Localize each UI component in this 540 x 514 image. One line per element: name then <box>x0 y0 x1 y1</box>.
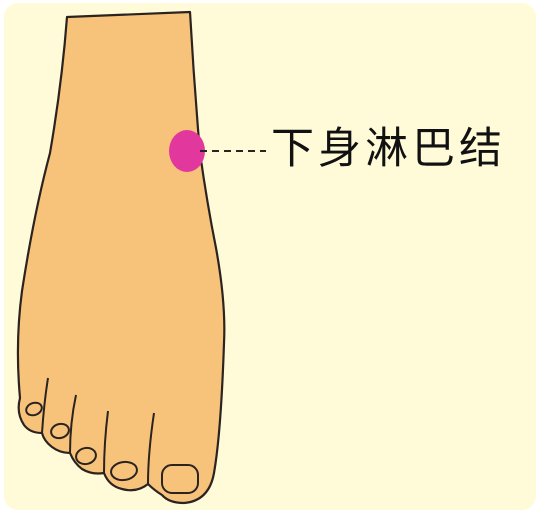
toe-line-4 <box>147 412 155 485</box>
toenail-5 <box>25 401 43 417</box>
toe-line-3 <box>103 410 109 474</box>
foot-diagram <box>4 3 536 510</box>
lymph-node-marker <box>169 130 205 172</box>
diagram-panel: 下身淋巴结 <box>4 3 536 510</box>
foot-shape <box>16 10 226 505</box>
toenail-4 <box>50 422 70 440</box>
toenail-3 <box>75 446 97 466</box>
toenail-big <box>161 464 199 494</box>
lymph-node-label: 下身淋巴结 <box>271 124 506 174</box>
toe-line-1 <box>41 377 49 434</box>
toe-line-2 <box>69 394 77 454</box>
toenail-2 <box>110 460 138 482</box>
